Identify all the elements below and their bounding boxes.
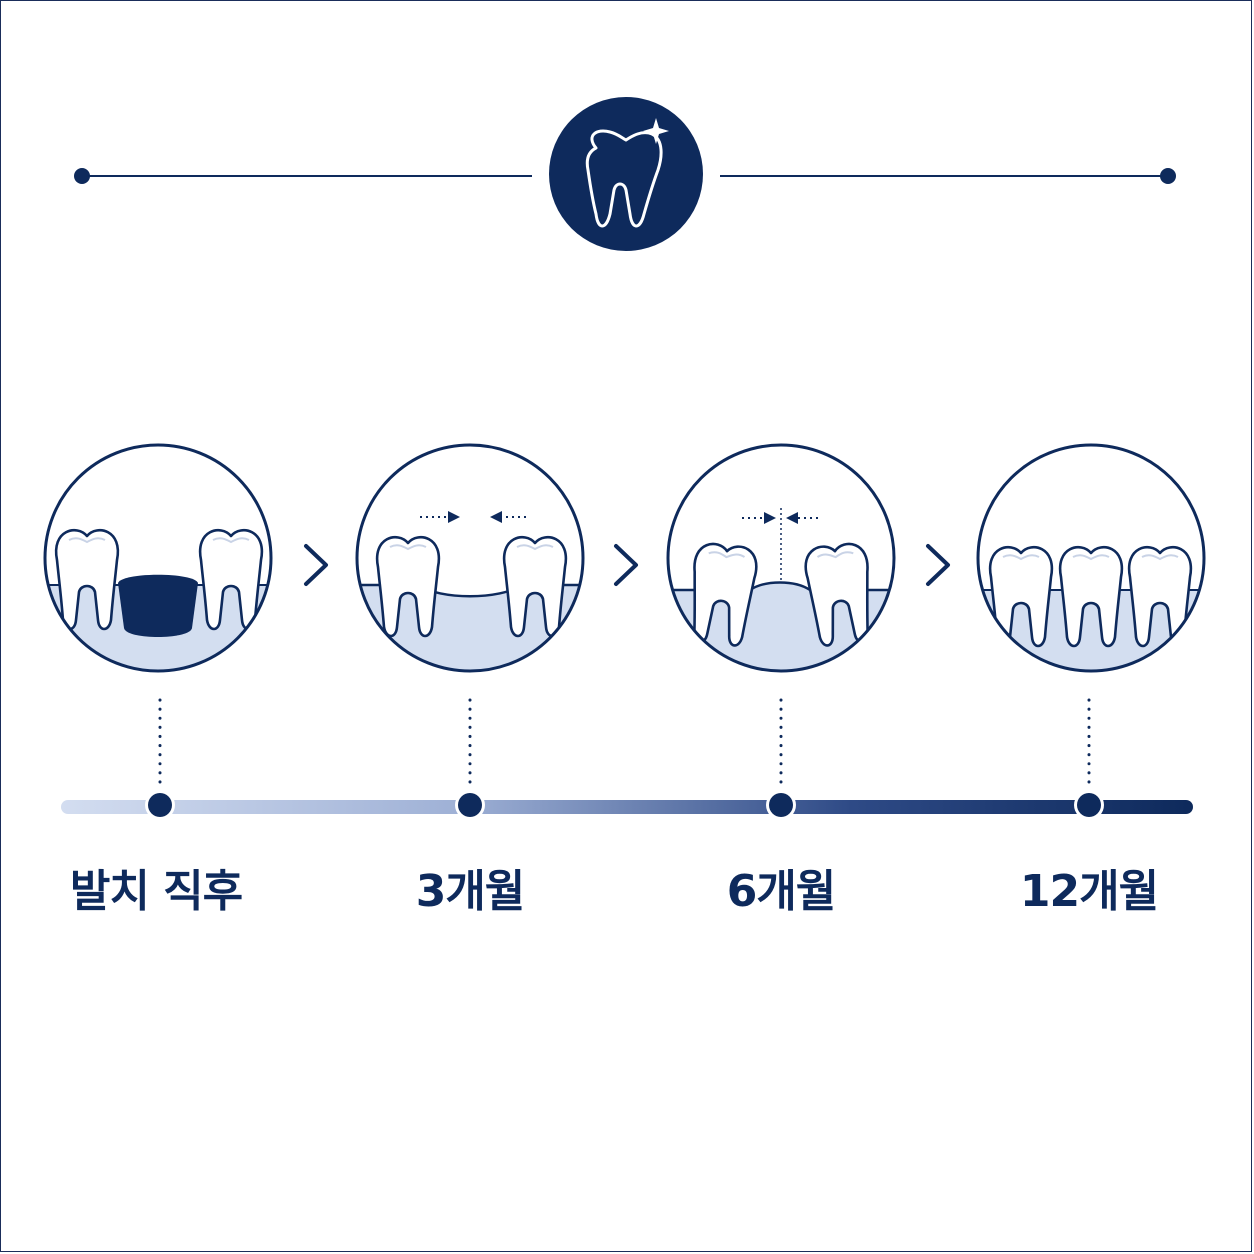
stage-label-3-months: 3개월	[415, 866, 526, 917]
stage-circle-3-months	[355, 443, 585, 673]
chevron-right-icon	[304, 544, 328, 586]
dotted-leaders	[158, 698, 1091, 787]
divider-dot-right	[1160, 168, 1176, 184]
stage-circle-6-months	[666, 443, 896, 673]
tilt-arrows	[742, 508, 820, 580]
drift-arrows	[420, 511, 530, 523]
stage-label-extraction: 발치 직후	[69, 866, 243, 917]
chevron-right-icon	[926, 544, 950, 586]
stage-circle-extraction	[43, 443, 273, 673]
stage-label-12-months: 12개월	[1019, 866, 1159, 917]
timeline-marker	[458, 793, 482, 817]
timeline-marker	[769, 793, 793, 817]
timeline-marker	[148, 793, 172, 817]
chevron-right-icon	[614, 544, 638, 586]
timeline-marker	[1077, 793, 1101, 817]
timeline-markers	[145, 790, 1104, 820]
header-divider	[74, 168, 1176, 184]
divider-dot-left	[74, 168, 90, 184]
stage-label-6-months: 6개월	[726, 866, 837, 917]
stage-circle-12-months	[976, 443, 1206, 673]
sparkling-tooth-icon	[549, 97, 703, 251]
